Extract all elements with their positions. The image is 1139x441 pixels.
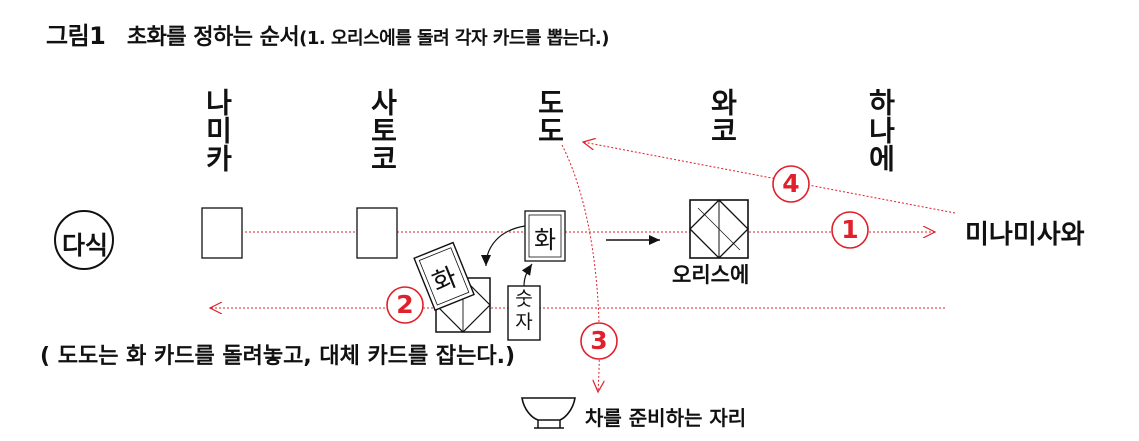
card-hwa-tilted	[413, 241, 475, 312]
figure-subheading: (1. 오리스에를 돌려 각자 카드를 뽑는다.)	[299, 28, 609, 49]
step1-number: 1	[841, 215, 859, 244]
figure-number: 그림1	[46, 22, 106, 50]
card-number-top: 숫	[515, 288, 533, 310]
tea-seat-label: 차를 준비하는 자리	[585, 406, 747, 430]
step4-number: 4	[782, 169, 800, 198]
card-number-bottom: 자	[515, 311, 533, 333]
player-namika: 나미카	[201, 88, 234, 172]
step2-circle	[386, 286, 424, 324]
step1-circle	[831, 211, 869, 249]
player-satoko: 사토코	[366, 88, 399, 172]
take-arrow	[521, 263, 533, 287]
step3-number: 3	[590, 326, 608, 355]
badge-circle	[54, 210, 114, 270]
minamisawa-label: 미나미사와	[965, 220, 1085, 250]
oriseu-label: 오리스에	[672, 263, 750, 287]
left-badge-label: 다식	[61, 231, 108, 260]
return-arrow	[481, 225, 526, 267]
step4-circle	[772, 165, 810, 203]
player-hanae: 하나에	[864, 88, 897, 172]
step3-circle	[580, 322, 618, 360]
card-satoko	[356, 207, 398, 259]
card-hwa-text: 화	[533, 226, 557, 254]
card-number-text: 숫 자	[508, 288, 540, 334]
step3-line	[561, 144, 599, 392]
tea-bowl-icon	[521, 397, 576, 429]
oriseu-icon	[689, 199, 749, 259]
player-dodo: 도도	[533, 88, 566, 144]
step2-number: 2	[396, 290, 414, 319]
player-wako: 와코	[706, 88, 739, 144]
caption: ( 도도는 화 카드를 돌려놓고, 대체 카드를 잡는다.)	[40, 344, 515, 369]
figure-heading: 초화를 정하는 순서	[126, 25, 300, 50]
figure-title: 그림1 초화를 정하는 순서(1. 오리스에를 돌려 각자 카드를 뽑는다.)	[46, 16, 609, 51]
card-namika	[201, 207, 243, 259]
step4-line	[583, 142, 956, 214]
card-hwa-dodo	[524, 210, 566, 262]
